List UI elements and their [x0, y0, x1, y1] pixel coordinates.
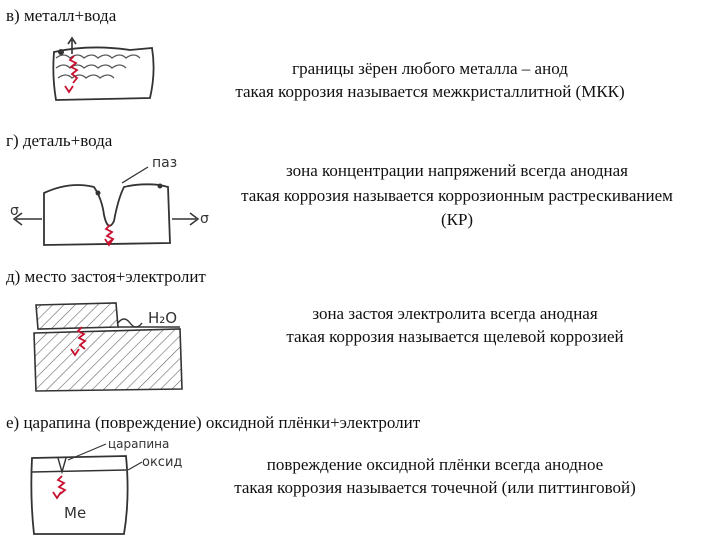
section-g-line-3: (КР) [440, 210, 474, 229]
section-g-line-1: зона концентрации напряжений всегда анод… [286, 161, 628, 180]
section-g-heading: г) деталь+вода [6, 131, 113, 150]
metal-label: Ме [64, 504, 86, 522]
section-d-line-2: такая коррозия называется щелевой корроз… [286, 327, 624, 346]
scratch-sketch: царапина оксид Ме [30, 438, 182, 535]
crevice-sketch: H₂O [33, 302, 183, 392]
section-e-line-1: повреждение оксидной плёнки всегда анодн… [266, 455, 604, 474]
sigma-left-label: σ [10, 203, 19, 219]
scratch-label: царапина [108, 438, 169, 451]
grain-boundary-sketch [52, 36, 155, 101]
sigma-right-label: σ [200, 211, 209, 227]
stress-groove-sketch: паз σ σ [10, 155, 209, 247]
section-e-line-2: такая коррозия называется точечной (или … [234, 478, 636, 497]
section-e-heading: е) царапина (повреждение) оксидной плёнк… [6, 413, 421, 432]
section-d-heading: д) место застоя+электролит [6, 267, 206, 286]
section-v-heading: в) металл+вода [6, 6, 117, 25]
groove-label: паз [152, 155, 177, 171]
oxide-label: оксид [142, 455, 182, 470]
section-v-line-2: такая коррозия называется межкристаллитн… [235, 82, 625, 101]
water-label: H₂O [148, 309, 177, 327]
section-g-line-2: такая коррозия называется коррозионным р… [241, 186, 673, 205]
section-v-line-1: границы зёрен любого металла – анод [292, 59, 568, 78]
section-d-line-1: зона застоя электролита всегда анодная [312, 304, 598, 323]
